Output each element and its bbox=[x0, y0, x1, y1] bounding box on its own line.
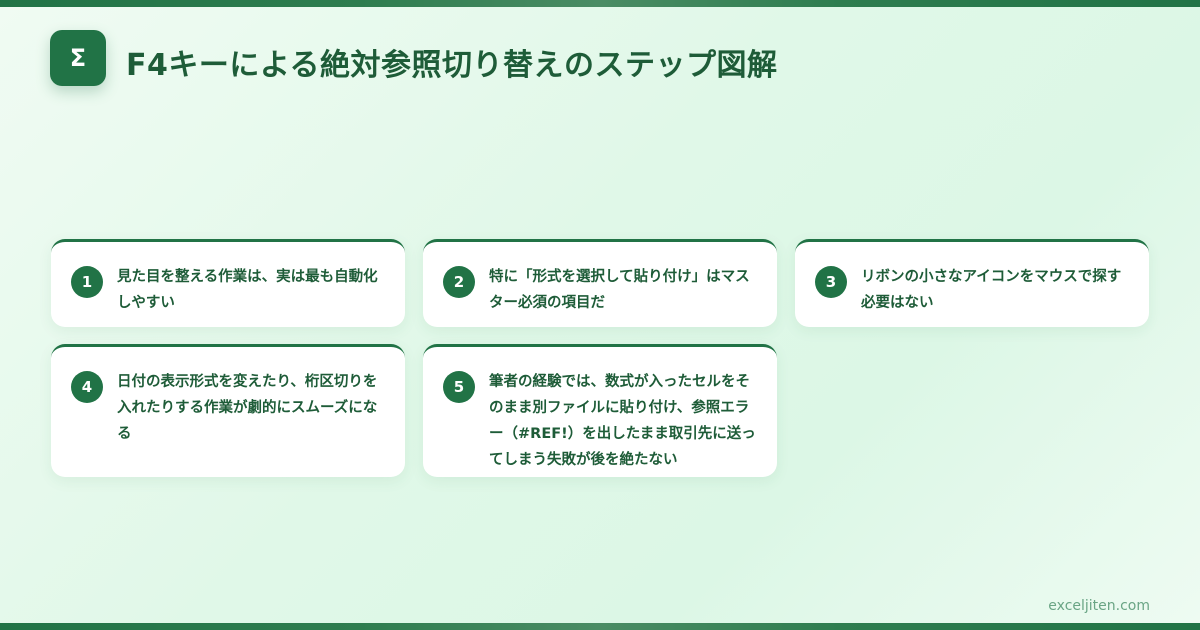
logo-symbol: Σ bbox=[69, 44, 87, 72]
step-number-badge: 3 bbox=[815, 266, 847, 298]
step-card-5: 5 筆者の経験では、数式が入ったセルをそのまま別ファイルに貼り付け、参照エラー（… bbox=[423, 344, 777, 477]
step-card-2: 2 特に「形式を選択して貼り付け」はマスター必須の項目だ bbox=[423, 239, 777, 327]
sigma-logo-icon: Σ bbox=[50, 30, 106, 86]
step-card-4: 4 日付の表示形式を変えたり、桁区切りを入れたりする作業が劇的にスムーズになる bbox=[51, 344, 405, 477]
step-text: 見た目を整える作業は、実は最も自動化しやすい bbox=[117, 269, 378, 311]
bottom-accent-bar bbox=[0, 623, 1200, 630]
step-number-badge: 4 bbox=[71, 371, 103, 403]
top-accent-bar bbox=[0, 0, 1200, 7]
step-number-badge: 2 bbox=[443, 266, 475, 298]
step-text: 筆者の経験では、数式が入ったセルをそのまま別ファイルに貼り付け、参照エラー（#R… bbox=[489, 374, 756, 468]
step-card-3: 3 リボンの小さなアイコンをマウスで探す必要はない bbox=[795, 239, 1149, 327]
step-text: 日付の表示形式を変えたり、桁区切りを入れたりする作業が劇的にスムーズになる bbox=[117, 374, 378, 442]
site-url: exceljiten.com bbox=[1048, 598, 1150, 614]
page-title: F4キーによる絶対参照切り替えのステップ図解 bbox=[126, 48, 778, 83]
step-card-1: 1 見た目を整える作業は、実は最も自動化しやすい bbox=[51, 239, 405, 327]
step-number-badge: 5 bbox=[443, 371, 475, 403]
step-number-badge: 1 bbox=[71, 266, 103, 298]
step-text: 特に「形式を選択して貼り付け」はマスター必須の項目だ bbox=[489, 269, 750, 311]
step-text: リボンの小さなアイコンをマウスで探す必要はない bbox=[861, 269, 1122, 311]
